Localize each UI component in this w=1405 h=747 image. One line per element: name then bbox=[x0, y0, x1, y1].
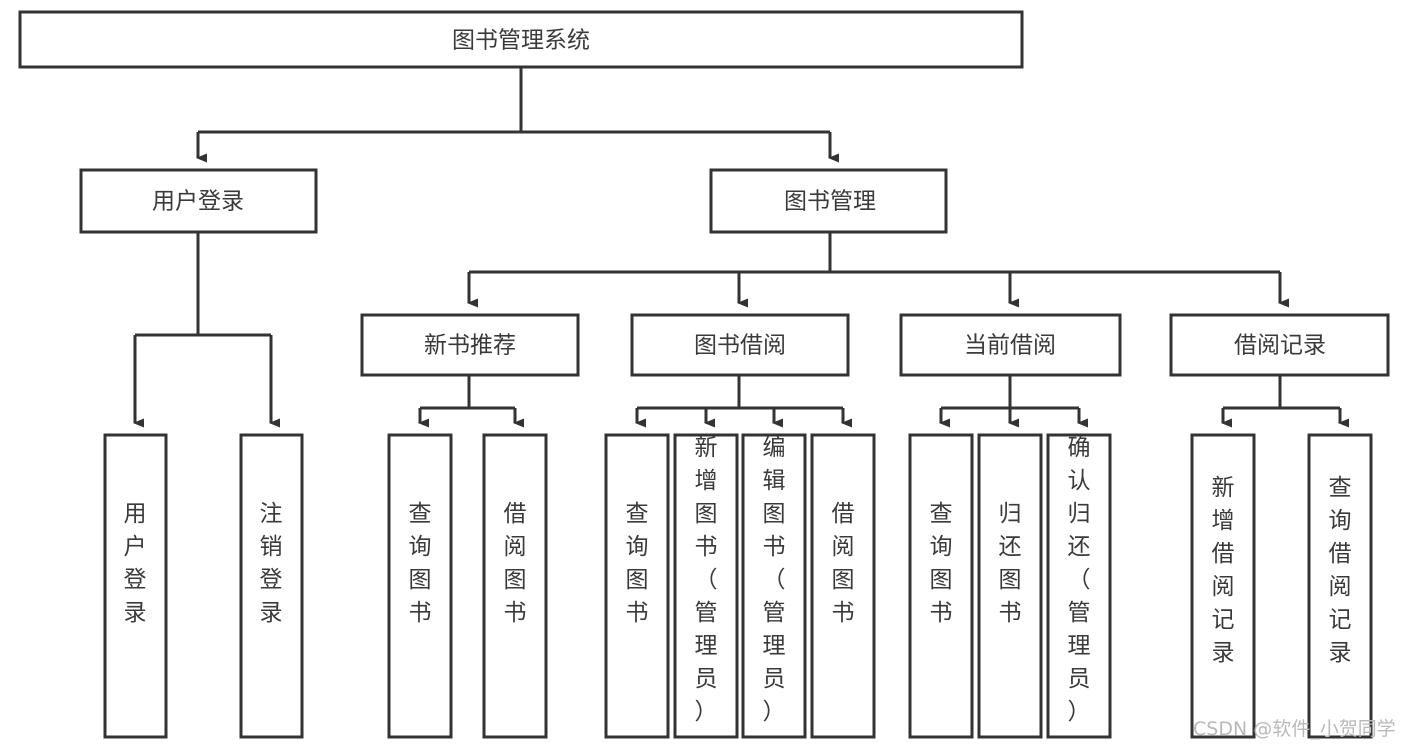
leaf-label: 注销登录 bbox=[260, 501, 283, 626]
leaf-label: 查询图书 bbox=[930, 501, 953, 626]
leaf-box[interactable] bbox=[673, 433, 739, 739]
leaf-book-borrow-3[interactable]: 借阅图书 bbox=[810, 433, 876, 739]
leaf-user-login-0[interactable]: 用户登录 bbox=[103, 433, 168, 739]
borrow-record-label: 借阅记录 bbox=[1234, 333, 1326, 359]
watermark: CSDN @软件_小贺同学 bbox=[1193, 718, 1396, 740]
leaf-current-borrow-0[interactable]: 查询图书 bbox=[908, 433, 974, 739]
node-new-book-recommend[interactable]: 新书推荐 bbox=[360, 313, 580, 377]
node-root[interactable]: 图书管理系统 bbox=[18, 10, 1024, 69]
leaf-box[interactable] bbox=[810, 433, 876, 739]
book-borrow-label: 图书借阅 bbox=[694, 333, 786, 359]
leaf-new-book-0[interactable]: 查询图书 bbox=[387, 433, 453, 739]
leaf-new-book-1[interactable]: 借阅图书 bbox=[482, 433, 548, 739]
leaf-box[interactable] bbox=[239, 433, 304, 739]
leaf-box[interactable] bbox=[1046, 433, 1112, 739]
leaf-box[interactable] bbox=[908, 433, 974, 739]
leaf-book-borrow-0[interactable]: 查询图书 bbox=[604, 433, 670, 739]
leaf-box[interactable] bbox=[1307, 433, 1373, 739]
leaf-box[interactable] bbox=[604, 433, 670, 739]
leaf-current-borrow-2[interactable]: 确认归还（管理员） bbox=[1046, 433, 1112, 739]
leaf-label: 查询图书 bbox=[409, 501, 432, 626]
node-book-manage[interactable]: 图书管理 bbox=[709, 168, 948, 234]
leaf-box[interactable] bbox=[741, 433, 807, 739]
node-user-login[interactable]: 用户登录 bbox=[79, 168, 318, 234]
node-borrow-record[interactable]: 借阅记录 bbox=[1169, 313, 1390, 377]
book-manage-label: 图书管理 bbox=[784, 189, 876, 215]
book-borrow-box[interactable] bbox=[630, 313, 850, 377]
new-book-label: 新书推荐 bbox=[424, 333, 516, 359]
leaf-label: 确认归还（管理员） bbox=[1068, 435, 1091, 725]
leaf-book-borrow-1[interactable]: 新增图书（管理员） bbox=[673, 433, 739, 739]
leaf-book-borrow-2[interactable]: 编辑图书（管理员） bbox=[741, 433, 807, 739]
root-label: 图书管理系统 bbox=[452, 28, 590, 54]
leaf-box[interactable] bbox=[977, 433, 1043, 739]
leaf-label: 查询借阅记录 bbox=[1329, 475, 1352, 666]
user-login-label: 用户登录 bbox=[152, 189, 244, 215]
leaf-user-login-1[interactable]: 注销登录 bbox=[239, 433, 304, 739]
node-current-borrow[interactable]: 当前借阅 bbox=[899, 313, 1122, 377]
connectors bbox=[133, 67, 1349, 428]
leaf-label: 归还图书 bbox=[999, 501, 1022, 626]
book-manage-box[interactable] bbox=[709, 168, 948, 234]
leaf-label: 借阅图书 bbox=[832, 501, 855, 626]
leaf-label: 新增借阅记录 bbox=[1212, 475, 1235, 666]
leaf-label: 查询图书 bbox=[626, 501, 649, 626]
root-box[interactable] bbox=[18, 10, 1024, 69]
leaf-box[interactable] bbox=[1190, 433, 1256, 739]
leaf-box[interactable] bbox=[103, 433, 168, 739]
leaf-label: 用户登录 bbox=[124, 501, 147, 626]
current-borrow-label: 当前借阅 bbox=[964, 333, 1056, 359]
node-book-borrow[interactable]: 图书借阅 bbox=[630, 313, 850, 377]
user-login-box[interactable] bbox=[79, 168, 318, 234]
leaf-label: 新增图书（管理员） bbox=[695, 435, 718, 725]
leaf-box[interactable] bbox=[482, 433, 548, 739]
leaf-box[interactable] bbox=[387, 433, 453, 739]
leaf-label: 借阅图书 bbox=[504, 501, 527, 626]
leaf-label: 编辑图书（管理员） bbox=[763, 435, 786, 725]
leaf-current-borrow-1[interactable]: 归还图书 bbox=[977, 433, 1043, 739]
leaf-borrow-record-0[interactable]: 新增借阅记录 bbox=[1190, 433, 1256, 739]
leaf-borrow-record-1[interactable]: 查询借阅记录 bbox=[1307, 433, 1373, 739]
current-borrow-box[interactable] bbox=[899, 313, 1122, 377]
borrow-record-box[interactable] bbox=[1169, 313, 1390, 377]
new-book-box[interactable] bbox=[360, 313, 580, 377]
